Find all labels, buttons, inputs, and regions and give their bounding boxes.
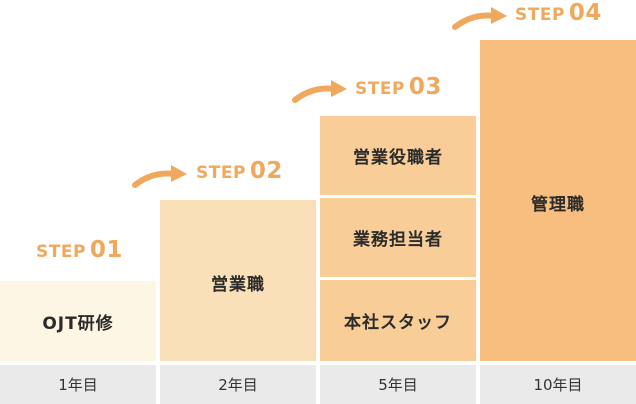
step3-block-hq-staff: 本社スタッフ — [320, 280, 476, 361]
curved-arrow-icon — [452, 7, 507, 30]
step-number: 01 — [89, 237, 123, 263]
curved-arrow-icon — [292, 80, 347, 103]
year-cell-5: 5年目 — [320, 365, 476, 404]
year-label: 1年目 — [58, 376, 98, 394]
year-label: 2年目 — [218, 376, 258, 394]
step-number: 02 — [249, 158, 283, 184]
step3-top-label: 営業役職者 — [353, 148, 443, 168]
step3-mid-label: 業務担当者 — [353, 230, 443, 250]
step3-bottom-label: 本社スタッフ — [344, 313, 452, 333]
year-cell-10: 10年目 — [480, 365, 636, 404]
step-word: STEP — [355, 79, 405, 99]
year-cell-1: 1年目 — [0, 365, 156, 404]
step1-block-label: OJT研修 — [42, 313, 114, 334]
step3-block-business-staff: 業務担当者 — [320, 198, 476, 277]
step-word: STEP — [515, 5, 565, 25]
step-number: 04 — [568, 0, 602, 26]
step1-block-ojt: OJT研修 — [0, 281, 156, 361]
step4-block-label: 管理職 — [531, 195, 585, 215]
step-word: STEP — [36, 242, 86, 262]
step2-block-sales: 営業職 — [160, 200, 316, 361]
curved-arrow-icon — [132, 165, 187, 188]
year-label: 10年目 — [533, 376, 583, 394]
step3-block-sales-manager: 営業役職者 — [320, 116, 476, 195]
step4-block-management: 管理職 — [480, 40, 636, 361]
step-number: 03 — [408, 74, 442, 100]
step2-block-label: 営業職 — [211, 275, 265, 295]
year-cell-2: 2年目 — [160, 365, 316, 404]
year-label: 5年目 — [378, 376, 418, 394]
step-word: STEP — [196, 163, 246, 183]
